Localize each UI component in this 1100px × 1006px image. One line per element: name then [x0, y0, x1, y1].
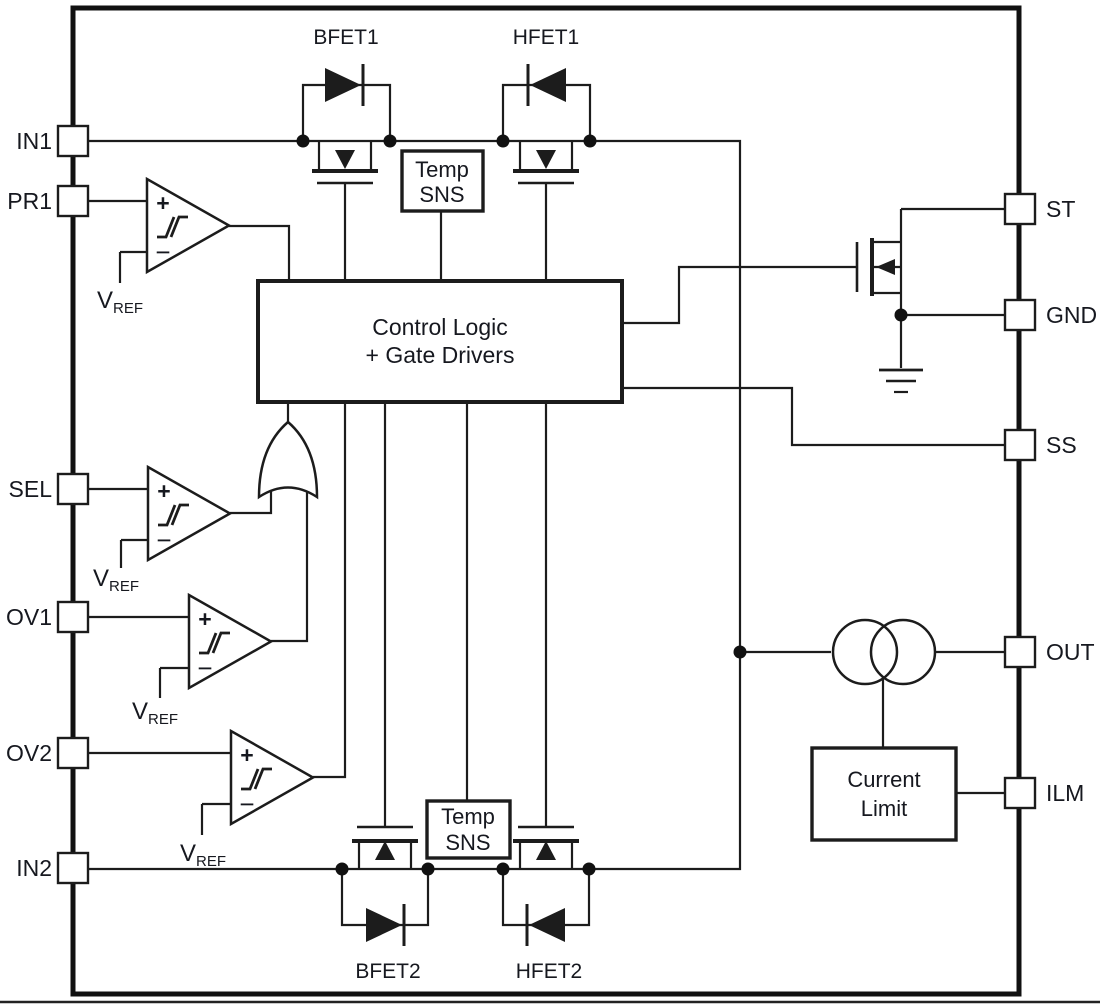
wire-hfet1-diode-loop: [501, 83, 592, 141]
bfet2-mosfet: [350, 825, 420, 871]
current-source-icon: [831, 618, 937, 686]
pin-pr1: [56, 184, 90, 218]
hfet1-body-diode: [526, 62, 568, 108]
bfet1-body-diode: [323, 62, 365, 108]
pin-labels: IN1 PR1 SEL OV1 OV2 IN2 ST GND SS OUT IL…: [6, 128, 1097, 881]
vref-sub: REF: [109, 578, 139, 595]
ground-icon: [879, 368, 923, 394]
junction-dots: [296, 134, 908, 876]
wire-st-fet-gate: [622, 265, 856, 325]
temp-sns2-line1: Temp: [441, 804, 495, 829]
pin-label-ilm: ILM: [1046, 780, 1084, 806]
vref-sub: REF: [196, 853, 226, 870]
pin-ss: [1003, 428, 1037, 462]
wire-vref2: [119, 538, 148, 568]
vref-v: V: [93, 565, 109, 592]
pin-ov1: [56, 600, 90, 634]
wire-comp1-out: [229, 224, 291, 281]
pin-ov2: [56, 736, 90, 770]
wires: [88, 83, 1005, 927]
wire-out-branch: [740, 650, 1005, 748]
hfet2-body-diode: [525, 902, 567, 948]
current-limit-line2: Limit: [861, 796, 907, 821]
vref-v: V: [180, 840, 196, 867]
wire-ss: [622, 386, 1005, 447]
wire-bfet2-diode-loop: [340, 869, 430, 927]
control-logic-line1: Control Logic: [372, 314, 508, 340]
hfet2-label: HFET2: [516, 960, 583, 983]
bfet2-body-diode: [364, 902, 406, 948]
vref-labels: VREF VREF VREF VREF: [93, 287, 226, 870]
wire-comp3-out: [271, 490, 309, 643]
wire-in1-in2-rail: [88, 139, 742, 871]
or-gate: [257, 420, 319, 500]
wire-st-gnd: [899, 207, 1005, 368]
hfet2-mosfet: [511, 825, 581, 871]
vref-label: VREF: [132, 698, 178, 728]
current-limit-line1: Current: [847, 767, 920, 792]
pin-label-out: OUT: [1046, 639, 1095, 665]
wire-bfet1-diode-loop: [301, 83, 392, 141]
temp-sns1-block: Temp SNS: [400, 149, 485, 213]
vref-sub: REF: [113, 300, 143, 317]
pin-label-ov1: OV1: [6, 604, 52, 630]
hfet1-label: HFET1: [513, 26, 580, 49]
pin-in1: [56, 124, 90, 158]
wire-vref1: [118, 250, 147, 283]
pin-label-in1: IN1: [16, 128, 52, 154]
comparator-ov2: [229, 729, 315, 826]
pin-label-pr1: PR1: [7, 188, 52, 214]
temp-sns1-line1: Temp: [415, 157, 469, 182]
pin-gnd: [1003, 298, 1037, 332]
control-logic-line2: + Gate Drivers: [366, 342, 515, 368]
pin-out: [1003, 635, 1037, 669]
bfet2-label: BFET2: [355, 960, 420, 983]
pin-label-gnd: GND: [1046, 302, 1097, 328]
pin-st: [1003, 192, 1037, 226]
current-limit-block: Current Limit: [810, 746, 958, 842]
wire-comp2-out: [230, 488, 273, 515]
comparator-pr1: [145, 177, 231, 274]
bfet1-label: BFET1: [313, 26, 378, 49]
vref-sub: REF: [148, 711, 178, 728]
temp-sns2-block: Temp SNS: [425, 799, 512, 860]
pin-label-sel: SEL: [9, 476, 53, 502]
st-mosfet: [855, 238, 895, 296]
pin-label-st: ST: [1046, 196, 1075, 222]
pin-ilm: [1003, 776, 1037, 810]
vref-label: VREF: [93, 565, 139, 595]
fet-labels: BFET1 HFET1 BFET2 HFET2: [313, 26, 582, 983]
wire-vref4: [200, 802, 231, 835]
pin-in2: [56, 851, 90, 885]
bfet1-mosfet: [310, 139, 380, 185]
wire-hfet2-diode-loop: [501, 869, 591, 927]
vref-v: V: [97, 287, 113, 314]
temp-sns1-line2: SNS: [419, 182, 464, 207]
wire-vref3: [158, 666, 189, 698]
pin-label-ss: SS: [1046, 432, 1077, 458]
vref-v: V: [132, 698, 148, 725]
wire-comp4-out: [313, 403, 347, 779]
vref-label: VREF: [97, 287, 143, 317]
vref-label: VREF: [180, 840, 226, 870]
comparator-ov1: [187, 593, 273, 690]
hfet1-mosfet: [511, 139, 581, 185]
control-logic-block: Control Logic + Gate Drivers: [256, 279, 624, 404]
pin-sel: [56, 472, 90, 506]
comparator-sel: [146, 465, 232, 562]
pin-label-ov2: OV2: [6, 740, 52, 766]
pin-label-in2: IN2: [16, 855, 52, 881]
temp-sns2-line2: SNS: [445, 830, 490, 855]
